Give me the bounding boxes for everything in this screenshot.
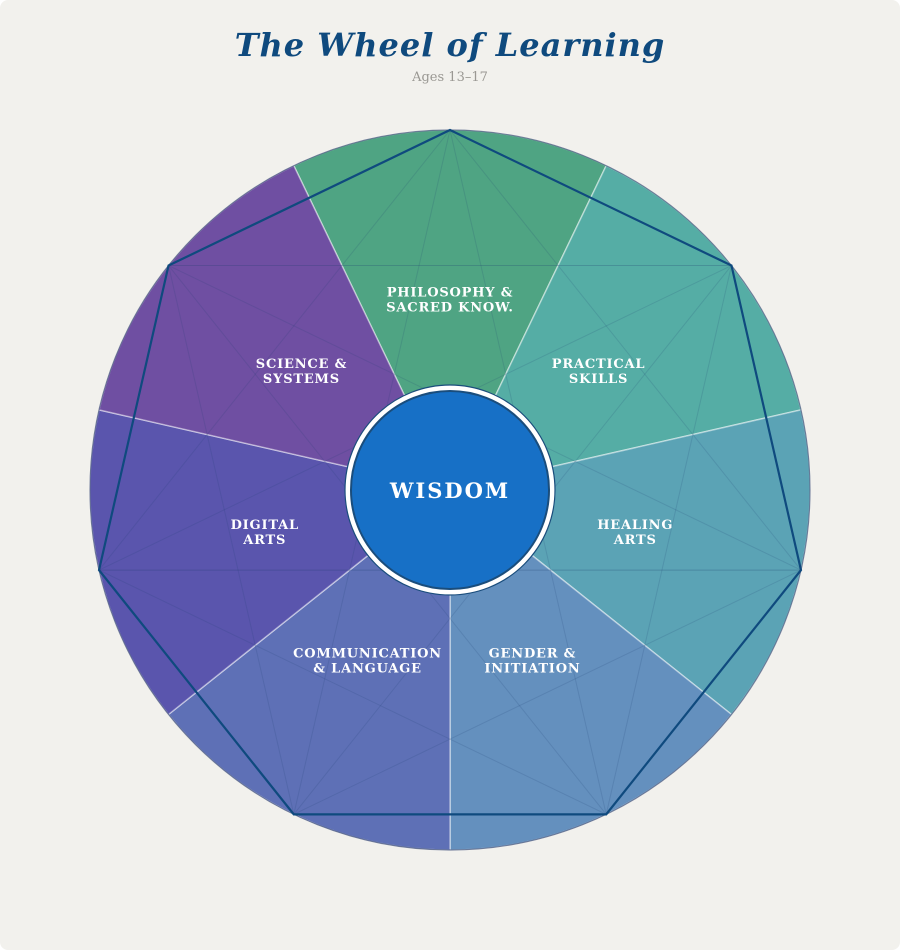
page-title: The Wheel of Learning — [234, 26, 666, 64]
segment-label: COMMUNICATION& LANGUAGE — [293, 647, 442, 677]
segment-label-line: DIGITAL — [231, 518, 299, 533]
segment-label-line: & LANGUAGE — [313, 662, 422, 677]
segment-label-line: PRACTICAL — [552, 357, 646, 372]
star-web-line — [98, 569, 607, 815]
segment-label-line: SCIENCE & — [256, 357, 347, 372]
segment-label-line: INITIATION — [484, 662, 580, 677]
segment-label-line: ARTS — [242, 533, 286, 548]
segment-label-line: PHILOSOPHY & — [387, 286, 514, 301]
page-subtitle: Ages 13–17 — [412, 70, 488, 85]
star-web-line — [168, 265, 295, 815]
segment-label: SCIENCE &SYSTEMS — [256, 357, 347, 387]
segment-label-line: HEALING — [597, 518, 673, 533]
center-label: WISDOM — [389, 478, 510, 503]
star-web-line — [605, 265, 732, 815]
segment-label: GENDER &INITIATION — [484, 647, 580, 677]
center-hub[interactable] — [350, 390, 550, 590]
heptagon-outline — [97, 128, 803, 816]
segment-label-line: ARTS — [613, 533, 657, 548]
segment-label-line: SKILLS — [569, 372, 628, 387]
segment-label: PHILOSOPHY &SACRED KNOW. — [386, 286, 514, 316]
segment-label-line: COMMUNICATION — [293, 647, 442, 662]
star-web-line — [293, 569, 802, 815]
segment-label-line: SYSTEMS — [263, 372, 340, 387]
segment-label-line: GENDER & — [489, 647, 577, 662]
star-web-line — [449, 129, 802, 571]
star-web-line — [98, 129, 451, 571]
segment-label-line: SACRED KNOW. — [386, 301, 514, 316]
